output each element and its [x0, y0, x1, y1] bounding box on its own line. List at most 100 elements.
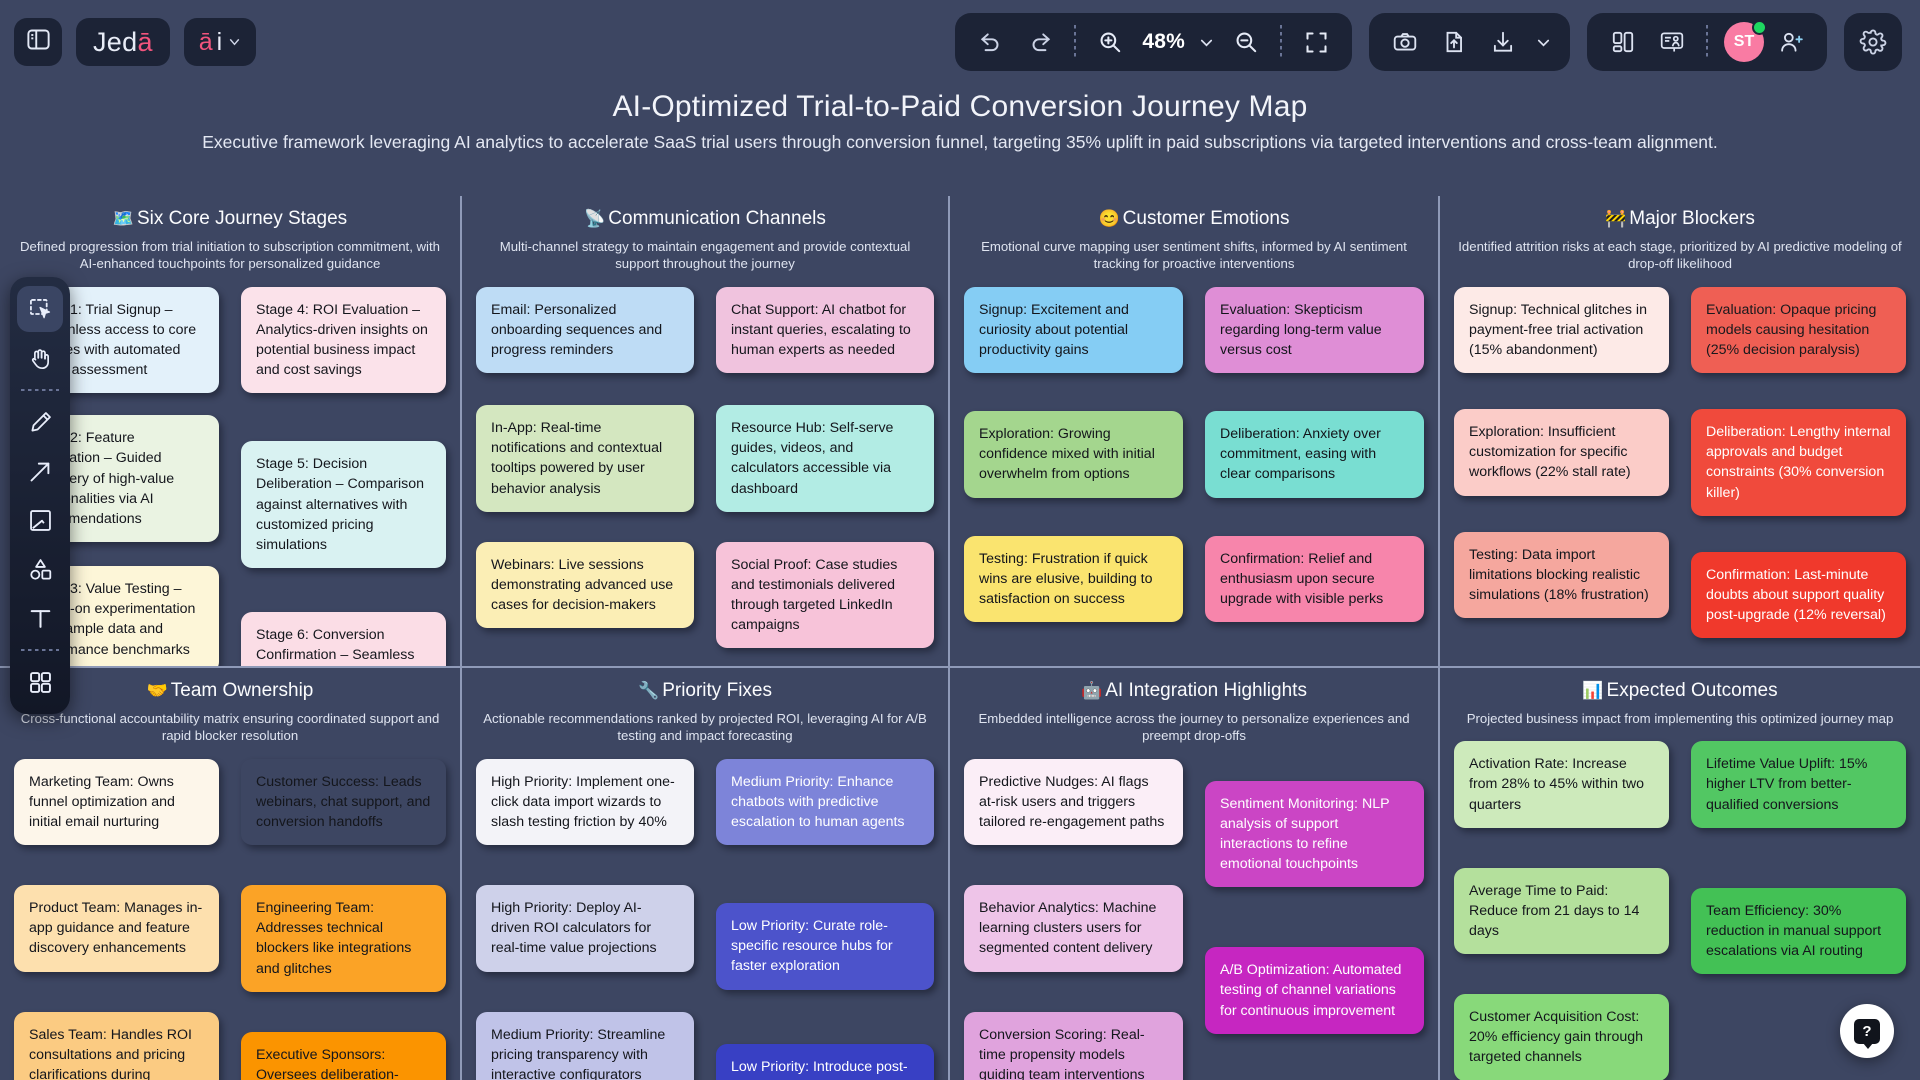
journey-card[interactable]: Low Priority: Curate role-specific resou… [716, 903, 934, 990]
journey-card[interactable]: Evaluation: Skepticism regarding long-te… [1205, 286, 1424, 374]
card-spacer [476, 526, 694, 542]
zoom-in-button[interactable] [1088, 20, 1132, 64]
text-tool[interactable] [17, 595, 63, 641]
journey-card[interactable]: Social Proof: Case studies and testimoni… [716, 541, 934, 649]
journey-card[interactable]: Confirmation: Relief and enthusiasm upon… [1205, 535, 1424, 623]
journey-card[interactable]: Chat Support: AI chatbot for instant que… [716, 286, 934, 374]
left-card-column: Email: Personalized onboarding sequences… [476, 286, 694, 663]
journey-card[interactable]: High Priority: Deploy AI-driven ROI calc… [476, 885, 694, 972]
card-spacer [241, 582, 446, 612]
journey-card[interactable]: Customer Acquisition Cost: 20% efficienc… [1454, 994, 1669, 1080]
sidebar-toggle-button[interactable] [14, 18, 62, 66]
journey-card[interactable]: Activation Rate: Increase from 28% to 45… [1454, 741, 1669, 828]
card-spacer [476, 387, 694, 405]
shapes-tool[interactable] [17, 546, 63, 592]
section-emoji-icon: 🔧 [638, 681, 660, 700]
journey-card[interactable]: In-App: Real-time notifications and cont… [476, 405, 694, 512]
journey-card[interactable]: Medium Priority: Enhance chatbots with p… [716, 758, 934, 846]
help-button[interactable]: ? [1840, 1004, 1894, 1058]
screenshot-button[interactable] [1383, 20, 1427, 64]
tool-rail [10, 277, 70, 714]
online-status-dot [1752, 20, 1767, 35]
journey-card[interactable]: Signup: Technical glitches in payment-fr… [1454, 286, 1669, 374]
journey-card[interactable]: Engineering Team: Addresses technical bl… [241, 885, 446, 992]
section-title-text: AI Integration Highlights [1105, 680, 1307, 701]
hand-tool[interactable] [17, 335, 63, 381]
journey-card[interactable]: Deliberation: Lengthy internal approvals… [1691, 409, 1906, 516]
card-spacer [1454, 842, 1669, 868]
journey-card[interactable]: Exploration: Growing confidence mixed wi… [964, 411, 1183, 498]
undo-button[interactable] [969, 20, 1013, 64]
card-spacer [241, 859, 446, 885]
card-spacer [964, 986, 1183, 1012]
left-card-column: Signup: Excitement and curiosity about p… [964, 286, 1183, 636]
image-tool[interactable] [17, 497, 63, 543]
journey-card[interactable]: Predictive Nudges: AI flags at-risk user… [964, 758, 1183, 846]
select-tool[interactable] [17, 286, 63, 332]
pencil-tool[interactable] [17, 399, 63, 445]
section-title: 📊Expected Outcomes [1454, 680, 1906, 703]
journey-card[interactable]: Executive Sponsors: Oversees deliberatio… [241, 1031, 446, 1080]
journey-card[interactable]: Product Team: Manages in-app guidance an… [14, 885, 219, 972]
journey-card[interactable]: Sentiment Monitoring: NLP analysis of su… [1205, 780, 1424, 888]
journey-card[interactable]: Average Time to Paid: Reduce from 21 day… [1454, 867, 1669, 955]
settings-button[interactable] [1844, 13, 1902, 71]
toolbar-divider-3 [1706, 25, 1708, 59]
apps-tool[interactable] [17, 659, 63, 705]
journey-card[interactable]: Low Priority: Introduce post-conversion … [716, 1043, 934, 1080]
journey-card[interactable]: Exploration: Insufficient customization … [1454, 409, 1669, 496]
journey-card[interactable]: Stage 4: ROI Evaluation – Analytics-driv… [241, 286, 446, 394]
upload-button[interactable] [1432, 20, 1476, 64]
journey-card[interactable]: Stage 6: Conversion Confirmation – Seaml… [241, 612, 446, 666]
card-spacer [964, 387, 1183, 411]
journey-card[interactable]: Sales Team: Handles ROI consultations an… [14, 1011, 219, 1080]
section-emoji-icon: 😊 [1098, 209, 1120, 228]
journey-card[interactable]: Testing: Data import limitations blockin… [1454, 531, 1669, 619]
section-description: Projected business impact from implement… [1466, 710, 1894, 726]
journey-card[interactable]: Conversion Scoring: Real-time propensity… [964, 1011, 1183, 1080]
download-dropdown-button[interactable] [1530, 20, 1556, 64]
journey-card[interactable]: Lifetime Value Uplift: 15% higher LTV fr… [1691, 741, 1906, 828]
journey-card[interactable]: Signup: Excitement and curiosity about p… [964, 286, 1183, 374]
layout-button[interactable] [1601, 20, 1645, 64]
journey-card[interactable]: Team Efficiency: 30% reduction in manual… [1691, 887, 1906, 975]
zoom-out-button[interactable] [1224, 20, 1268, 64]
zoom-toolbar-group: 48% [955, 13, 1352, 71]
journey-card[interactable]: Deliberation: Anxiety over commitment, e… [1205, 411, 1424, 498]
help-question-mark: ? [1862, 1022, 1872, 1040]
journey-card[interactable]: Resource Hub: Self-serve guides, videos,… [716, 405, 934, 512]
section-title-text: Team Ownership [170, 680, 314, 701]
redo-button[interactable] [1018, 20, 1062, 64]
journey-card[interactable]: Evaluation: Opaque pricing models causin… [1691, 286, 1906, 374]
arrow-tool[interactable] [17, 448, 63, 494]
download-button[interactable] [1481, 20, 1525, 64]
present-button[interactable] [1650, 20, 1694, 64]
journey-card[interactable]: Marketing Team: Owns funnel optimization… [14, 758, 219, 846]
logo-accent: ā [137, 26, 153, 57]
right-card-column: Chat Support: AI chatbot for instant que… [716, 286, 934, 663]
avatar-initials: ST [1733, 33, 1755, 50]
journey-card[interactable]: High Priority: Implement one-click data … [476, 758, 694, 846]
left-card-column: Activation Rate: Increase from 28% to 45… [1454, 741, 1669, 1080]
card-spacer [14, 859, 219, 885]
journey-card[interactable]: A/B Optimization: Automated testing of c… [1205, 947, 1424, 1034]
journey-card[interactable]: Confirmation: Last-minute doubts about s… [1691, 551, 1906, 639]
add-user-button[interactable] [1769, 20, 1813, 64]
journey-card[interactable]: Medium Priority: Streamline pricing tran… [476, 1011, 694, 1080]
section-cards: High Priority: Implement one-click data … [476, 758, 934, 1080]
toolbar-right-group: 48% [955, 13, 1920, 71]
journey-card[interactable]: Behavior Analytics: Machine learning clu… [964, 885, 1183, 972]
journey-card[interactable]: Stage 5: Decision Deliberation – Compari… [241, 441, 446, 569]
section-cards: Stage 1: Trial Signup – Frictionless acc… [14, 286, 446, 666]
journey-card[interactable]: Email: Personalized onboarding sequences… [476, 286, 694, 374]
fit-to-screen-button[interactable] [1294, 20, 1338, 64]
zoom-dropdown-button[interactable] [1193, 20, 1219, 64]
journey-card[interactable]: Customer Success: Leads webinars, chat s… [241, 759, 446, 845]
journey-card[interactable]: Testing: Frustration if quick wins are e… [964, 535, 1183, 623]
journey-card[interactable]: Webinars: Live sessions demonstrating ad… [476, 541, 694, 629]
avatar[interactable]: ST [1724, 20, 1767, 62]
zoom-level-value[interactable]: 48% [1142, 30, 1185, 53]
